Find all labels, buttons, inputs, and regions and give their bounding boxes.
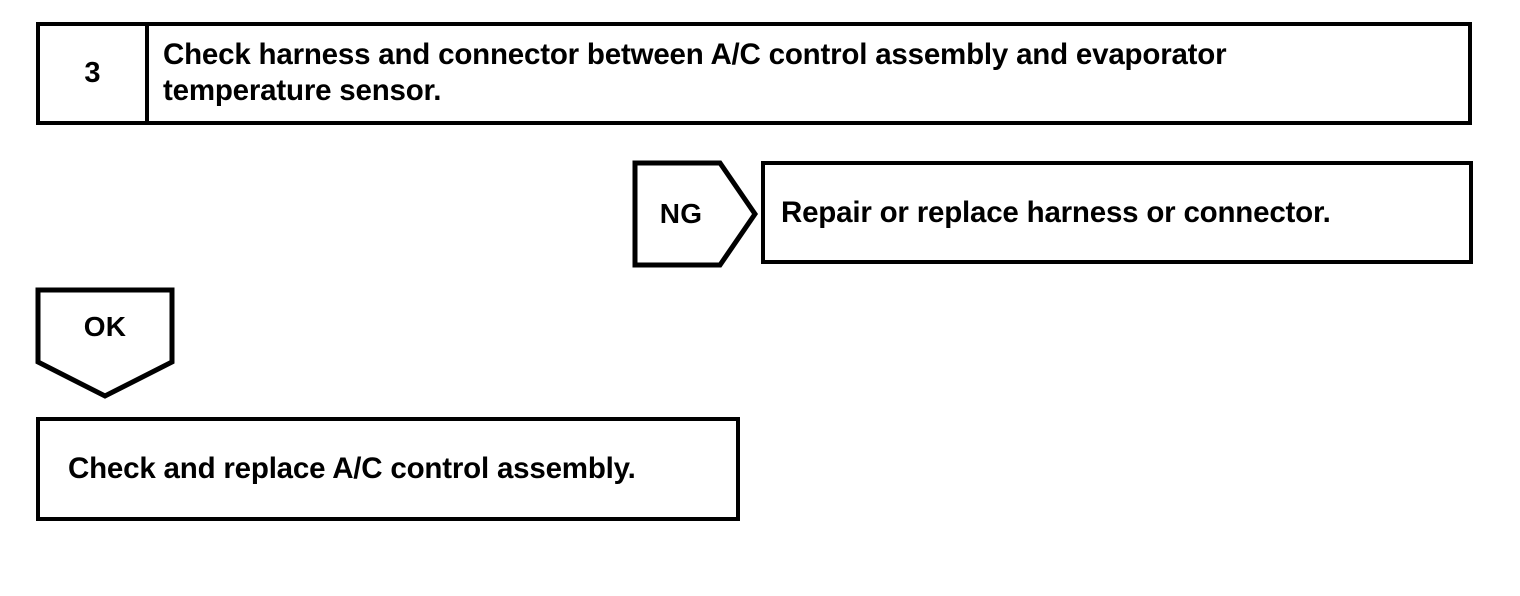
step-instruction-cell: Check harness and connector between A/C …	[149, 26, 1468, 121]
ok-branch-arrow: OK	[34, 286, 176, 399]
step-box: 3 Check harness and connector between A/…	[36, 22, 1472, 125]
step-instruction-text: Check harness and connector between A/C …	[163, 38, 1227, 107]
ok-action-box: Check and replace A/C control assembly.	[36, 417, 740, 521]
ng-branch-arrow: NG	[632, 160, 758, 268]
step-number-cell: 3	[40, 26, 149, 121]
step-number: 3	[84, 57, 101, 89]
ok-action-text: Check and replace A/C control assembly.	[68, 452, 636, 486]
ng-action-text: Repair or replace harness or connector.	[781, 195, 1331, 229]
ng-action-box: Repair or replace harness or connector.	[761, 161, 1473, 264]
